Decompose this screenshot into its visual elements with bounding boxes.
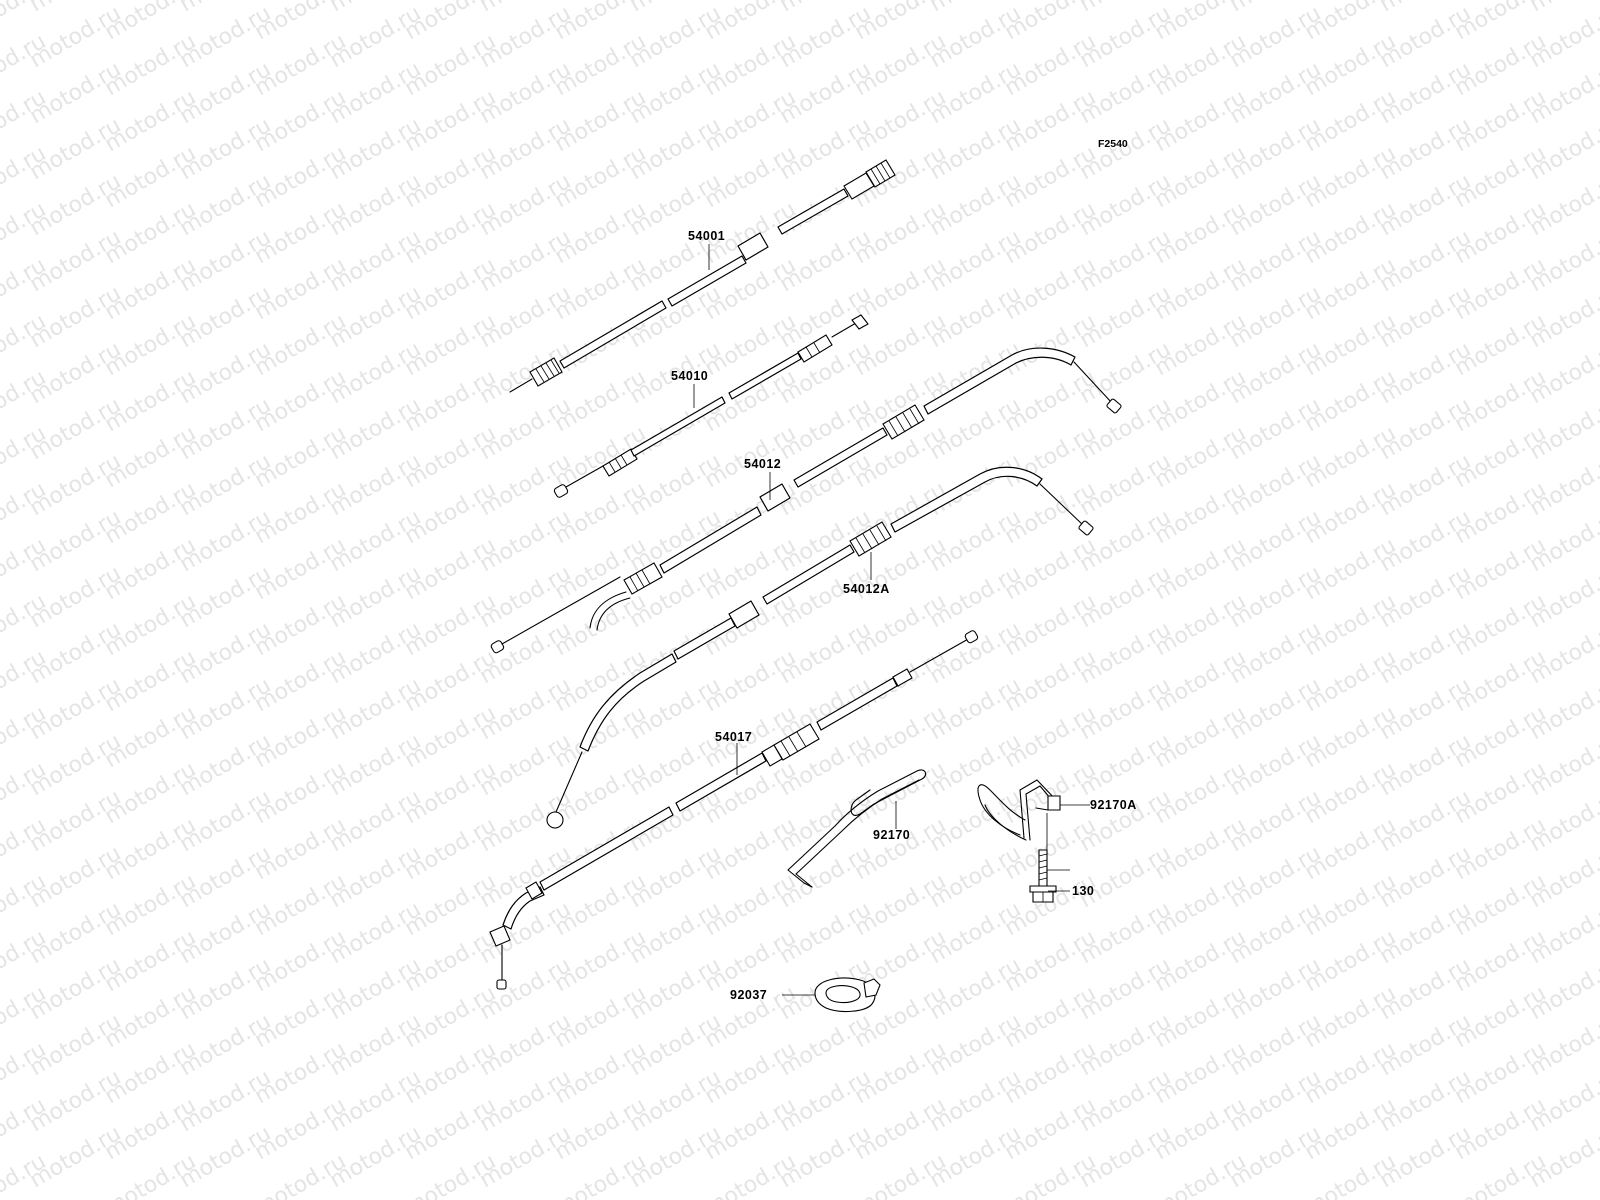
callout-92037: 92037 — [730, 988, 815, 1002]
cable-54001 — [509, 159, 896, 393]
part-label-54010: 54010 — [671, 369, 708, 383]
part-label-92170a: 92170A — [1090, 798, 1137, 812]
grommet-92037 — [814, 977, 881, 1013]
callout-130: 130 — [1046, 813, 1094, 898]
cable-54010 — [553, 314, 869, 498]
cable-54017 — [489, 630, 979, 990]
part-label-54012a: 54012A — [843, 582, 890, 596]
clamp-92170a — [977, 779, 1061, 841]
part-label-54001: 54001 — [688, 229, 725, 243]
callout-54010: 54010 — [671, 369, 708, 408]
clamp-92170 — [787, 769, 927, 888]
bolt-130 — [1029, 849, 1057, 903]
callout-54001: 54001 — [688, 229, 725, 270]
callout-92170a: 92170A — [1060, 798, 1137, 812]
callout-54012: 54012 — [744, 457, 781, 500]
figure-code: F2540 — [1098, 138, 1128, 150]
part-label-54012: 54012 — [744, 457, 781, 471]
part-label-130: 130 — [1072, 884, 1094, 898]
cable-54012 — [490, 347, 1122, 654]
callout-92170: 92170 — [873, 801, 910, 842]
part-label-92037: 92037 — [730, 988, 767, 1002]
watermark-text: motod.ru — [0, 1149, 50, 1200]
part-label-92170: 92170 — [873, 828, 910, 842]
cable-54012a — [546, 466, 1094, 829]
part-label-54017: 54017 — [715, 730, 752, 744]
callout-54017: 54017 — [715, 730, 752, 775]
callout-54012a: 54012A — [843, 552, 890, 596]
